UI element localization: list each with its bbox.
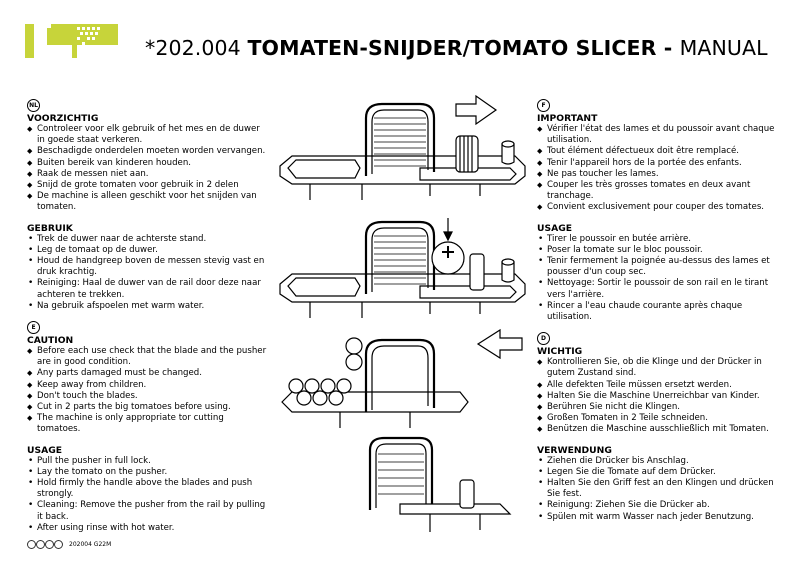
title-product: TOMATEN-SNIJDER/TOMATO SLICER - [247,36,680,60]
list-item: Lay the tomato on the pusher. [27,467,267,478]
list-item: Benützen die Maschine ausschließlich mit… [537,424,777,435]
list-fr-caution: Vérifier l'état des lames et du poussoir… [537,124,777,214]
list-nl-usage: Trek de duwer naar de achterste stand. L… [27,234,267,313]
list-item: Halten Sie den Griff fest an den Klingen… [537,478,777,500]
list-item: Na gebruik afspoelen met warm water. [27,301,267,312]
list-item: Rincer a l'eau chaude courante après cha… [537,301,777,323]
list-item: Before each use check that the blade and… [27,346,267,368]
list-item: Cleaning: Remove the pusher from the rai… [27,500,267,522]
page-title: *202.004 TOMATEN-SNIJDER/TOMATO SLICER -… [145,36,768,60]
list-item: De machine is alleen geschikt voor het s… [27,191,267,213]
right-column: F IMPORTANT Vérifier l'état des lames et… [537,99,777,523]
list-item: Tenir fermement la poignée au-dessus des… [537,256,777,278]
list-item: The machine is only appropriate tor cutt… [27,413,267,435]
list-en-usage: Pull the pusher in full lock. Lay the to… [27,456,267,535]
list-item: Houd de handgreep boven de messen stevig… [27,256,267,278]
list-item: Snijd de grote tomaten voor gebruik in 2… [27,180,267,191]
list-item: Any parts damaged must be changed. [27,368,267,379]
list-item: Alle defekten Teile müssen ersetzt werde… [537,380,777,391]
title-code: *202.004 [145,36,248,60]
slicer-illustrations [278,94,527,532]
list-item: After using rinse with hot water. [27,523,267,534]
title-manual: MANUAL [679,36,768,60]
figure-4 [368,436,512,532]
heading-wichtig: WICHTIG [537,346,583,358]
heading-important: IMPORTANT [537,113,598,124]
list-en-caution: Before each use check that the blade and… [27,346,267,436]
list-item: Halten Sie die Maschine Unerreichbar van… [537,391,777,402]
list-item: Tenir l'appareil hors de la portée des e… [537,158,777,169]
heading-gebruik: GEBRUIK [27,222,73,234]
list-item: Poser la tomate sur le bloc poussoir. [537,245,777,256]
list-item: Convient exclusivement pour couper des t… [537,202,777,213]
heading-caution: CAUTION [27,335,74,347]
lang-badge-e: E [27,321,40,335]
circles-icon [27,540,63,549]
list-item: Hold firmly the handle above the blades … [27,478,267,500]
list-item: Berühren Sie nicht die Klingen. [537,402,777,413]
list-item: Buiten bereik van kinderen houden. [27,158,267,169]
lang-badge-nl: NL [27,99,40,112]
list-item: Reiniging: Haal de duwer van de rail doo… [27,278,267,300]
list-item: Keep away from children. [27,380,267,391]
list-nl-caution: Controleer voor elk gebruik of het mes e… [27,124,267,214]
list-item: Don't touch the blades. [27,391,267,402]
lang-badge-d: D [537,332,550,346]
footer-code: 202004 G22M [69,541,112,548]
list-item: Kontrollieren Sie, ob die Klinge und der… [537,357,777,379]
list-fr-usage: Tirer le poussoir en butée arrière. Pose… [537,234,777,324]
heading-verwendung: VERWENDUNG [537,444,612,456]
list-item: Beschadigde onderdelen moeten worden ver… [27,146,267,157]
heading-usage-fr: USAGE [537,222,573,234]
list-item: Ne pas toucher les lames. [537,169,777,180]
list-item: Cut in 2 parts the big tomatoes before u… [27,402,267,413]
list-item: Tout élément défectueux doit être rempla… [537,146,777,157]
list-item: Controleer voor elk gebruik of het mes e… [27,124,267,146]
list-item: Vérifier l'état des lames et du poussoir… [537,124,777,146]
figure-2 [278,218,527,320]
heading-usage-en: USAGE [27,444,63,456]
list-item: Raak de messen niet aan. [27,169,267,180]
list-item: Leg de tomaat op de duwer. [27,245,267,256]
lang-badge-f: F [537,99,550,112]
footer: 202004 G22M [27,540,111,549]
left-column: NL VOORZICHTIG Controleer voor elk gebru… [27,99,267,534]
list-item: Tirer le poussoir en butée arrière. [537,234,777,245]
list-item: Ziehen die Drücker bis Anschlag. [537,456,777,467]
list-item: Legen Sie die Tomate auf dem Drücker. [537,467,777,478]
heading-voorzichtig: VOORZICHTIG [27,113,99,124]
figure-1 [278,94,527,202]
brand-logo [25,24,118,58]
list-item: Nettoyage: Sortir le poussoir de son rai… [537,278,777,300]
list-item: Couper les très grosses tomates en deux … [537,180,777,202]
list-item: Spülen mit warm Wasser nach jeder Benutz… [537,512,777,523]
list-item: Reinigung: Ziehen Sie die Drücker ab. [537,500,777,511]
list-item: Großen Tomaten in 2 Teile schneiden. [537,413,777,424]
list-item: Trek de duwer naar de achterste stand. [27,234,267,245]
list-item: Pull the pusher in full lock. [27,456,267,467]
list-de-usage: Ziehen die Drücker bis Anschlag. Legen S… [537,456,777,523]
list-de-caution: Kontrollieren Sie, ob die Klinge und der… [537,357,777,436]
figure-3 [281,328,523,428]
